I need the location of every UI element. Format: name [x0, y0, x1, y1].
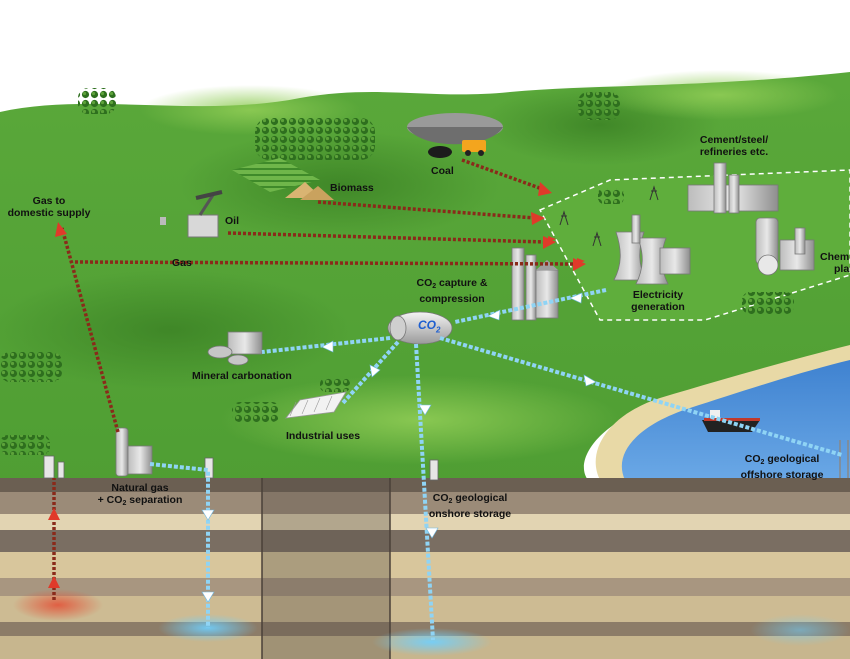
arrow-head	[543, 236, 556, 249]
chemical-plant	[755, 217, 815, 276]
arrow-head	[48, 508, 60, 520]
greenhouse	[285, 391, 347, 419]
gas-processing-plant	[115, 427, 153, 477]
forest	[742, 292, 794, 314]
co2-arrows	[201, 292, 597, 603]
gas-line	[74, 260, 576, 266]
hill-highlight	[600, 70, 840, 120]
tank-to-onshore	[414, 343, 435, 641]
arrow-head	[48, 576, 60, 588]
arrow-head	[201, 509, 215, 521]
stratum	[0, 596, 850, 622]
wellhead	[43, 455, 439, 481]
arrow-head	[425, 527, 439, 539]
label-chemical-plant: Chem plan	[820, 251, 850, 275]
forest	[320, 378, 350, 392]
fault-block	[262, 478, 390, 659]
flags	[548, 236, 585, 264]
fuel-arrows	[48, 182, 586, 588]
arrow-head	[369, 364, 381, 378]
forest	[78, 88, 116, 114]
forest	[255, 118, 375, 160]
tank-to-industrial	[340, 340, 400, 406]
forest	[598, 188, 624, 204]
hill-shade	[180, 130, 500, 240]
storage-glow	[750, 614, 850, 646]
forest	[0, 435, 50, 455]
arrow-head	[573, 258, 586, 271]
stratum	[0, 530, 850, 552]
offshore-platform	[839, 440, 849, 478]
co2-tanker-ship	[702, 410, 760, 432]
gas-reservoir-glow	[13, 589, 103, 621]
label-offshore-storage: CO2 geological offshore storage	[740, 453, 824, 481]
power-pylon	[559, 185, 659, 247]
label-co2-tank: CO2	[418, 318, 441, 335]
label-industrial-uses: Industrial uses	[286, 430, 361, 442]
label-cement-steel: Cement/steel/ refineries etc.	[699, 134, 769, 158]
co2-pipelines	[149, 288, 843, 641]
coal-truck	[462, 140, 486, 152]
label-natural-gas-separation: Natural gas + CO2 separation	[97, 482, 183, 507]
label-onshore-storage: CO2 geological onshore storage	[428, 492, 512, 520]
arrow-head	[55, 222, 67, 237]
arrow-head	[583, 374, 597, 387]
label-co2-capture: CO2 capture & compression	[416, 277, 488, 305]
label-oil: Oil	[225, 215, 240, 227]
oil-pump	[160, 190, 223, 238]
arrow-head	[201, 591, 215, 603]
coal-mine-pit	[407, 127, 503, 145]
label-coal: Coal	[431, 165, 454, 177]
label-biomass: Biomass	[330, 182, 374, 194]
arrow-head	[531, 212, 545, 225]
cement-steel-plant	[687, 162, 779, 214]
label-gas: Gas	[172, 257, 192, 269]
arrow-head	[321, 340, 334, 353]
arrow-head	[418, 404, 432, 416]
stratum	[0, 578, 850, 596]
hill-shade	[0, 270, 350, 390]
label-mineral-carbonation: Mineral carbonation	[192, 370, 292, 382]
coal-pile	[428, 146, 452, 158]
gasplant-to-well	[149, 462, 210, 628]
coal-truck-wheel	[465, 150, 471, 156]
mineral-carbonation-plant	[207, 331, 263, 366]
arrow-head	[487, 309, 501, 321]
tank-to-offshore	[439, 336, 843, 457]
biomass-pile	[300, 186, 334, 200]
capture-plant	[511, 247, 559, 321]
arrow-head	[538, 182, 552, 196]
forest	[232, 402, 280, 422]
stratum	[0, 514, 850, 530]
stratum	[0, 552, 850, 578]
domestic-gas-line	[60, 227, 120, 433]
co2-storage-tank	[387, 311, 453, 345]
arrow-head	[569, 292, 583, 304]
forest	[0, 352, 62, 382]
crop-field	[232, 158, 320, 192]
label-electricity-generation: Electricity generation	[631, 289, 685, 313]
fuel-pipelines	[52, 158, 576, 600]
coal-truck-wheel	[478, 150, 484, 156]
storage-glow	[372, 628, 492, 656]
power-station	[613, 214, 691, 285]
forest	[578, 92, 620, 120]
biomass-line	[317, 200, 536, 220]
label-gas-domestic-supply: Gas to domestic supply	[7, 195, 91, 219]
tank-to-mineral	[261, 336, 391, 354]
oil-line	[227, 231, 546, 244]
